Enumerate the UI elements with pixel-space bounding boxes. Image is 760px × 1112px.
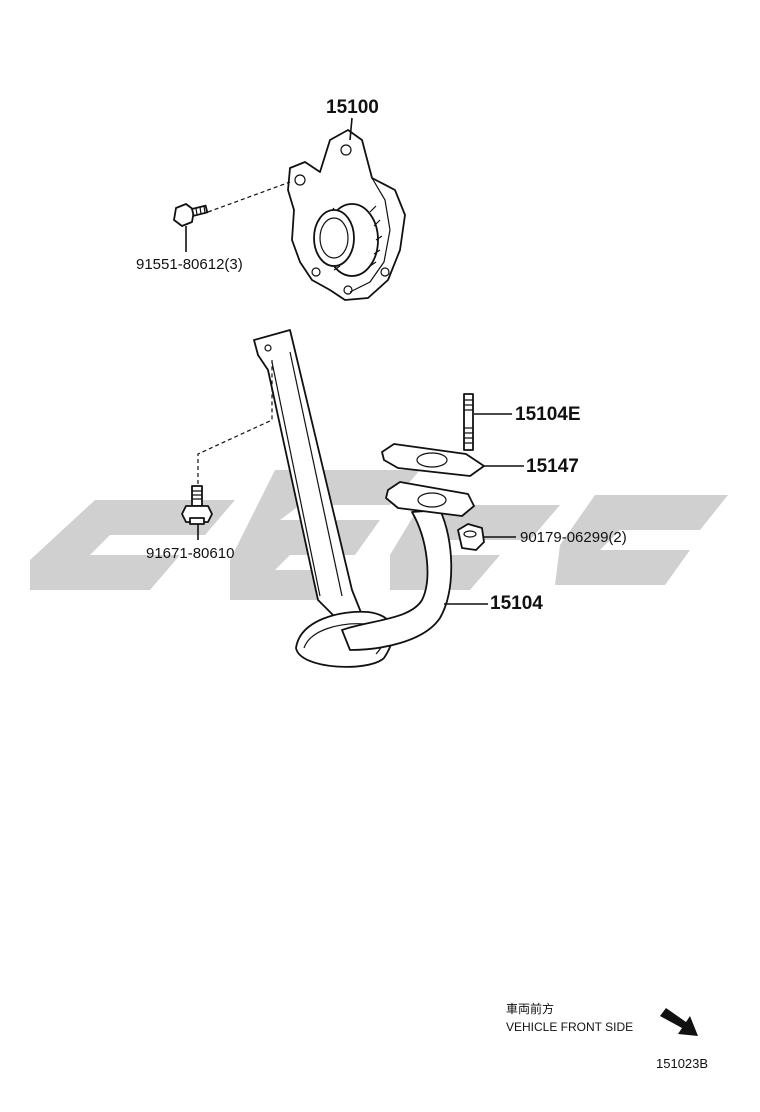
dash-pump-bolt	[207, 181, 291, 213]
dash-strainer-bolt	[197, 360, 273, 484]
oil-pump[interactable]	[287, 129, 406, 301]
oil-strainer[interactable]	[253, 329, 475, 668]
strainer-nut[interactable]	[457, 523, 485, 551]
pump-bolt[interactable]	[173, 203, 209, 227]
gasket[interactable]	[381, 443, 485, 477]
label-oil-pump[interactable]: 15100	[326, 97, 379, 118]
pump-drive-gear	[313, 203, 383, 277]
label-strainer-bolt[interactable]: 91671-80610	[146, 545, 234, 562]
label-gasket[interactable]: 15147	[526, 456, 579, 477]
label-pump-bolt[interactable]: 91551-80612(3)	[136, 256, 243, 273]
strainer-bolt[interactable]	[181, 485, 213, 525]
label-strainer[interactable]: 15104	[490, 593, 543, 614]
front-direction-arrow-icon	[660, 1008, 698, 1036]
label-strainer-nut[interactable]: 90179-06299(2)	[520, 529, 627, 546]
label-stud[interactable]: 15104E	[515, 404, 581, 425]
leader-oil-pump	[349, 117, 353, 141]
stud[interactable]	[463, 393, 474, 451]
figure-id: 151023B	[656, 1056, 708, 1071]
legend-english: VEHICLE FRONT SIDE	[506, 1020, 633, 1034]
legend-japanese: 車両前方	[506, 1001, 554, 1016]
